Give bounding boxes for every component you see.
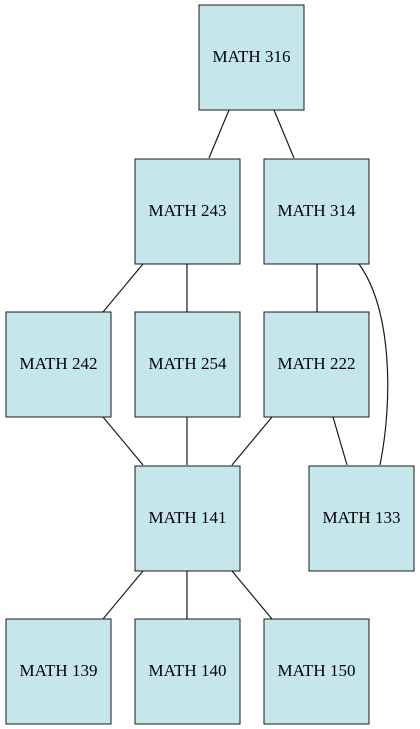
edge-math316-math314	[273, 109, 295, 159]
node-math314: MATH 314	[263, 158, 370, 265]
edge-math314-math133	[358, 263, 389, 466]
node-label: MATH 150	[278, 661, 356, 680]
node-label: MATH 139	[20, 661, 98, 680]
edge-math141-math139	[102, 570, 144, 620]
node-label: MATH 141	[149, 508, 227, 527]
node-math222: MATH 222	[263, 311, 370, 418]
node-label: MATH 222	[278, 354, 356, 373]
edge-math222-math133	[332, 416, 348, 466]
edges	[102, 109, 389, 620]
node-math133: MATH 133	[308, 465, 415, 572]
node-label: MATH 243	[149, 201, 227, 220]
node-math243: MATH 243	[134, 158, 241, 265]
node-label: MATH 316	[213, 47, 291, 66]
node-math150: MATH 150	[263, 618, 370, 725]
node-label: MATH 254	[149, 354, 227, 373]
node-math139: MATH 139	[5, 618, 112, 725]
edge-math242-math141	[102, 416, 144, 466]
node-label: MATH 133	[323, 508, 401, 527]
node-label: MATH 314	[278, 201, 356, 220]
node-math242: MATH 242	[5, 311, 112, 418]
node-label: MATH 140	[149, 661, 227, 680]
node-label: MATH 242	[20, 354, 98, 373]
edge-math243-math242	[102, 263, 144, 313]
node-math254: MATH 254	[134, 311, 241, 418]
edge-math222-math141	[231, 416, 273, 466]
node-math316: MATH 316	[198, 4, 305, 111]
node-math141: MATH 141	[134, 465, 241, 572]
node-math140: MATH 140	[134, 618, 241, 725]
edge-math316-math243	[208, 109, 230, 159]
edge-math141-math150	[231, 570, 273, 620]
